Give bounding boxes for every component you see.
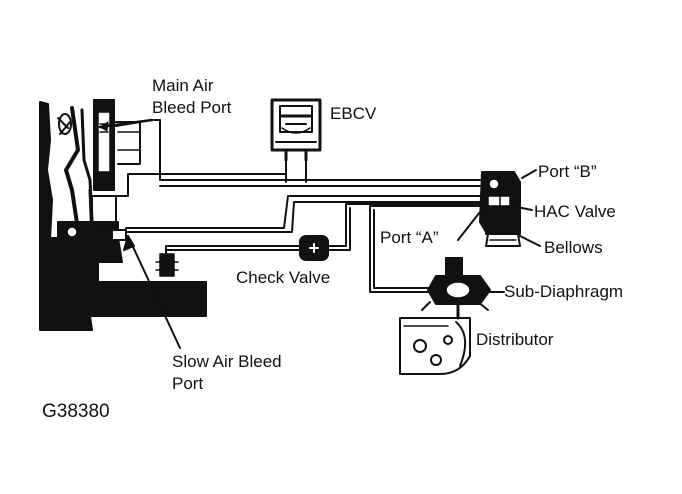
port-b-label: Port “B”: [538, 162, 597, 181]
port-a-label: Port “A”: [380, 228, 439, 247]
sub-diaphragm-unit: [421, 257, 491, 320]
slow-air-connector: [155, 253, 179, 277]
check-valve-label: Check Valve: [236, 268, 331, 287]
main-air-bleed-port-label-line1: Main Air: [152, 76, 214, 95]
hac-valve-label: HAC Valve: [534, 202, 616, 221]
sub-diaphragm-label: Sub-Diaphragm: [504, 282, 624, 301]
slow-air-bleed-port-label-line2: Port: [172, 374, 204, 393]
main-air-bleed-port-label-line2: Bleed Port: [152, 98, 232, 117]
hac-valve-assembly: [479, 171, 521, 247]
figure-code: G38380: [42, 401, 110, 422]
ebcv-valve: [270, 98, 322, 162]
slow-air-bleed-port-label-line1: Slow Air Bleed: [172, 352, 282, 371]
carburetor: [39, 99, 207, 331]
distributor-body: [399, 317, 471, 375]
distributor-label: Distributor: [476, 330, 554, 349]
ebcv-label: EBCV: [330, 104, 377, 123]
check-valve-body: [299, 235, 329, 261]
leader-lines: [115, 119, 541, 349]
hoses: [115, 119, 491, 293]
bellows-label: Bellows: [544, 238, 603, 257]
